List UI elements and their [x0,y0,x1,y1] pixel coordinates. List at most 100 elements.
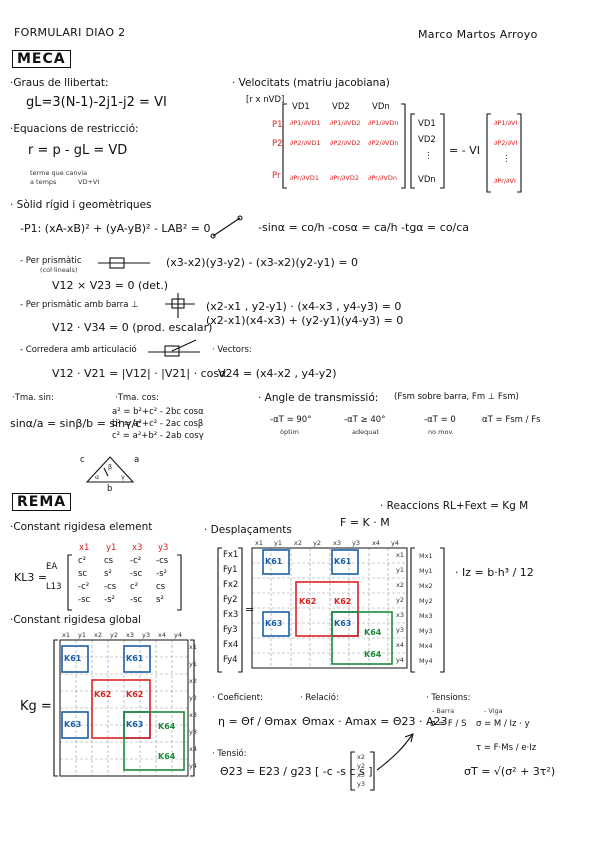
inertia-eq: · Iz = b·h³ / 12 [455,566,534,579]
element-col-header: y3 [158,543,169,553]
global-row-label: x2 [189,677,197,685]
tensions-heading: · Tensions: [426,693,471,703]
disp-block: K61 [334,557,352,566]
force-item: Fy3 [223,625,238,635]
graus-formula: gL=3(N-1)-2j1-j2 = VI [26,95,167,110]
move-item: Mx3 [419,612,433,620]
disp-block: K62 [299,597,317,606]
disp-block: K62 [334,597,352,606]
force-equation: F = K · M [340,516,390,529]
global-col-label: y1 [78,631,86,639]
force-item: Fy2 [223,595,238,605]
element-ea: EA [46,562,58,572]
tensio-vector-item: y3 [357,780,365,788]
disp-col-label: y3 [352,539,360,547]
sin-theorem-eq: sinα/a = sinβ/b = sinγ/c [10,417,142,430]
disp-row-label: x2 [396,581,404,589]
section-meca-title: MECA [12,50,71,69]
prismatic-note: (col·lineals) [40,266,78,274]
move-item: Mx1 [419,552,433,560]
global-block: K61 [126,654,144,663]
force-item: Fy1 [223,565,238,575]
equacions-heading: ·Equacions de restricció: [10,123,139,135]
move-item: My1 [419,567,433,575]
triangle-label: b [107,484,113,494]
element-cell: c² [78,556,87,566]
coeficient-heading: · Coeficient: [212,693,263,703]
force-item: Fx4 [223,640,239,650]
vectors-eq: V24 = (x4-x2 , y4-y2) [218,367,337,380]
global-block: K61 [64,654,82,663]
global-row-label: y1 [189,660,197,668]
force-item: Fx3 [223,610,239,620]
velocitats-heading: · Velocitats (matriu jacobiana) [232,77,390,89]
relacio-eq: Θmax · Amax = Θ23 · A23 [302,715,448,728]
cos-theorem-eq: a² = b²+c² - 2bc cosα [112,407,204,417]
tensions-sigma-eq: σT = √(σ² + 3τ²) [464,765,556,778]
disp-block: K63 [265,619,283,628]
global-block: K63 [64,720,82,729]
corredera-eq: V12 · V21 = |V12| · |V21| · cosα [52,367,227,380]
coeficient-eq: η = Θf / Θmax [218,715,298,728]
global-row-label: y3 [189,728,197,736]
tensio-vector-item: y2 [357,762,365,770]
element-cell: -s² [156,569,167,579]
triangle-label: a [134,455,140,465]
tensions-barra-eq: σ = F / S [430,719,467,729]
move-item: My4 [419,657,433,665]
prismatic-vel: V12 × V23 = 0 (det.) [52,279,169,292]
jacobian-cell: ∂P1/∂VD1 [290,119,321,127]
jacobian-row-label: Pr [272,171,281,181]
global-col-label: x3 [126,631,134,639]
disp-col-label: x2 [294,539,302,547]
jacobian-row-label: P2 [272,139,283,149]
vd-vector-item: VD2 [418,135,436,145]
triangle-label: c [80,455,85,465]
desplacaments-equals: = [245,603,255,616]
disp-row-label: x3 [396,611,404,619]
element-cell: -s² [104,595,115,605]
jacobian-cell: ∂P1/∂VD2 [330,119,361,127]
section-rema-title: REMA [12,493,72,512]
jacobian-cell: ∂P2/∂VD1 [290,139,321,147]
global-lhs: Kg = [20,699,52,714]
cos-theorem-eq: c² = a²+b² - 2ab cosγ [112,431,204,441]
disp-block: K64 [364,650,382,659]
element-cell: -cs [104,582,117,592]
element-heading: ·Constant rigidesa element [10,521,153,533]
vectors-heading: · Vectors: [212,345,252,355]
prismatic-barra-vel: V12 · V34 = 0 (prod. escalar) [52,321,213,334]
transmissio-item-note: no mov. [428,428,454,436]
jacobian-cell: ∂P1/∂VDn [368,119,399,127]
jacobian-cell: ∂P2/∂VD2 [330,139,361,147]
solid-heading: · Sòlid rígid i geomètriques [10,199,152,211]
tensions-barra-label: - Barra [432,707,455,715]
jacobian-equals: = - VI [449,144,480,157]
disp-col-label: x4 [372,539,380,547]
transmissio-heading: · Angle de transmissió: [258,392,379,404]
cos-theorem-eq: b² = a²+c² - 2ac cosβ [112,419,204,429]
disp-col-label: y4 [391,539,399,547]
move-item: Mx2 [419,582,433,590]
element-cell: -sc [78,595,91,605]
graus-heading: ·Graus de llibertat: [10,77,109,89]
element-cell: -c² [78,582,90,592]
global-col-label: y4 [174,631,182,639]
move-item: Mx4 [419,642,433,650]
rhs-vector-item: ∂P2/∂VI [494,139,518,147]
triangle-label: α [95,473,100,481]
jacobian-col-label: VD1 [292,102,310,112]
disp-row-label: y2 [396,596,404,604]
trig-ratios: -sinα = co/h -cosα = ca/h -tgα = co/ca [258,221,470,234]
disp-col-label: y2 [313,539,321,547]
element-cell: s² [156,595,164,605]
move-item: My3 [419,627,433,635]
transmissio-item: -αT = 0 [424,415,456,425]
global-col-label: y3 [142,631,150,639]
move-item: My2 [419,597,433,605]
disp-col-label: x3 [333,539,341,547]
disp-row-label: x4 [396,641,404,649]
vd-vector-item: ⋮ [424,151,433,161]
tensio-vector-item: x3 [357,771,365,779]
relacio-heading: · Relació: [300,693,339,703]
